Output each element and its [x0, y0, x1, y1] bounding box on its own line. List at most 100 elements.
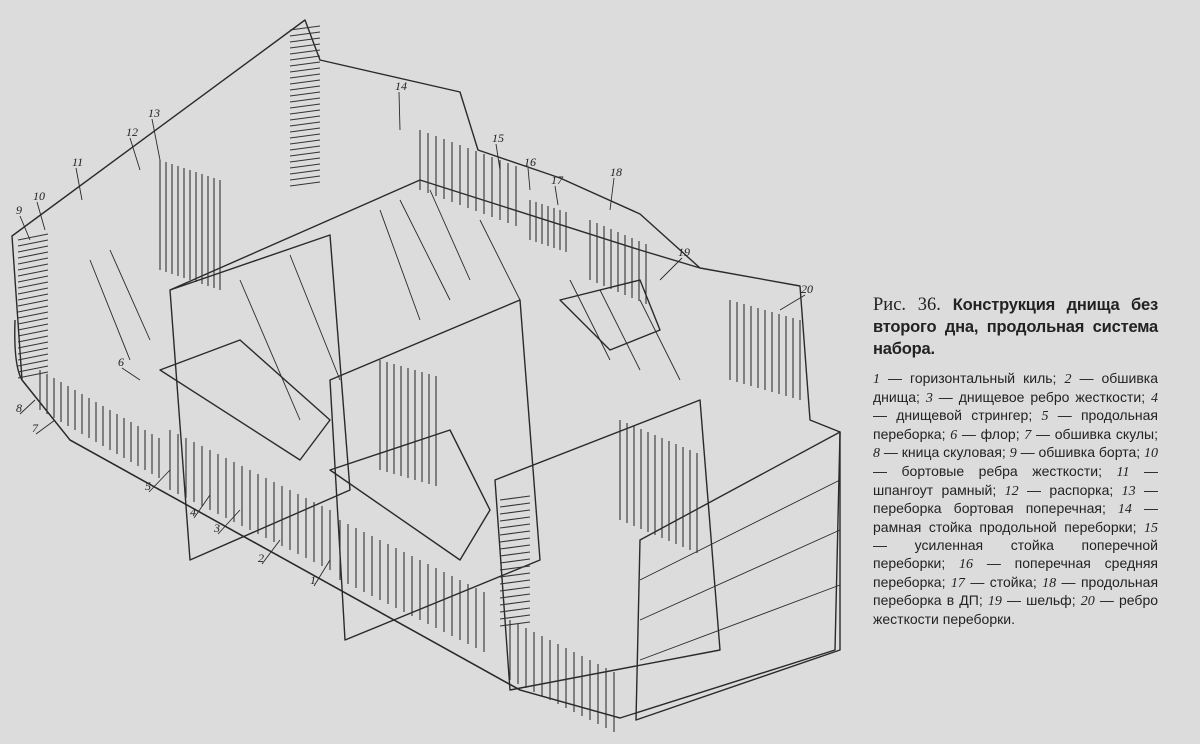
legend-number: 12 — [1004, 483, 1019, 499]
side-stiffeners-left — [17, 233, 49, 379]
legend-number: 17 — [950, 575, 965, 591]
caption-title: Рис. 36. Конструкция днища без второго д… — [873, 294, 1158, 360]
side-stiffeners-top — [289, 25, 321, 187]
leader-line — [398, 91, 401, 131]
legend-item: 16 — поперечная средняя переборка; — [873, 554, 1159, 590]
leader-line — [35, 419, 56, 435]
callout-number: 3 — [213, 521, 220, 535]
bottom-shell-line — [21, 379, 621, 719]
legend-text: переборка бортовая поперечная — [873, 500, 1102, 517]
callout-number: 13 — [148, 106, 160, 120]
shelf-plate-3 — [559, 279, 661, 351]
leader-line — [609, 177, 615, 211]
legend-text: обшивка днища — [873, 370, 1158, 405]
legend-number: 20 — [1080, 594, 1095, 610]
figure-caption: Рис. 36. Конструкция днища без второго д… — [873, 294, 1158, 628]
legend-number: 11 — [1116, 464, 1130, 480]
callout-number: 9 — [16, 203, 22, 217]
legend-item: 1 — горизонтальный киль; — [873, 370, 1065, 387]
end-frame-right — [635, 431, 841, 721]
callout-number: 16 — [524, 155, 536, 169]
legend-number: 2 — [1064, 372, 1072, 387]
legend-text: кница скуловая — [901, 444, 1002, 461]
legend-number: 16 — [959, 556, 974, 572]
callout-number: 19 — [678, 245, 690, 259]
legend-text: обшивка борта — [1038, 444, 1137, 461]
legend-text: днищевой стрингер — [896, 407, 1029, 424]
legend-item: 10 — бортовые ребра жесткости; — [873, 446, 1159, 479]
stiffener-hatching — [17, 25, 801, 732]
transverse-bulkhead-2 — [329, 299, 541, 641]
callout-number: 5 — [145, 479, 151, 493]
legend-text: стойка — [989, 573, 1033, 590]
legend-text: усиленная стойка поперечной переборки — [873, 537, 1159, 571]
callout-number: 11 — [72, 155, 83, 169]
legend-text: днищевое ребро жесткости — [958, 388, 1142, 405]
legend-item: 15 — усиленная стойка поперечной перебор… — [873, 520, 1159, 571]
legend-text: обшивка скулы — [1054, 425, 1155, 442]
leader-line — [19, 399, 36, 415]
shelf-plate-1 — [159, 339, 331, 461]
legend-item: 13 — переборка бортовая поперечная; — [873, 481, 1159, 517]
legend-number: 7 — [1024, 427, 1032, 443]
bulkhead-stiffeners-15 — [419, 130, 517, 226]
legend-text: ребро жесткости переборки — [873, 592, 1159, 627]
end-plating-seams — [639, 479, 841, 661]
shelf-plate-2 — [329, 429, 491, 561]
callout-number: 10 — [33, 189, 45, 203]
callout-number: 12 — [126, 125, 138, 139]
leader-line — [527, 167, 531, 191]
legend-number: 9 — [1009, 446, 1017, 462]
legend-number: 13 — [1121, 483, 1136, 499]
bulkhead-stiffeners-20 — [729, 300, 801, 400]
callout-number: 2 — [258, 551, 264, 565]
legend-item: 4 — днищевой стрингер; — [873, 390, 1159, 424]
legend-item: 12 — распорка; — [1004, 481, 1122, 499]
figure-title: Конструкция днища без второго дна, продо… — [873, 296, 1158, 358]
legend-text: продольная переборка в ДП — [873, 573, 1159, 609]
leader-line — [148, 469, 171, 493]
legend-number: 6 — [950, 427, 958, 443]
callout-number: 14 — [395, 79, 407, 93]
legend-text: флор — [980, 425, 1016, 442]
leader-line — [193, 494, 211, 519]
legend-text: бортовые ребра жесткости — [901, 462, 1099, 479]
legend-text: распорка — [1049, 481, 1110, 498]
legend-number: 4 — [1151, 390, 1159, 406]
bracing-members — [89, 189, 681, 421]
leader-line — [779, 294, 806, 311]
legend-number: 19 — [987, 594, 1002, 610]
end-stiffeners-left — [499, 495, 531, 627]
bulkhead-stiffeners-17 — [529, 200, 567, 252]
legend-item: 9 — обшивка борта; — [1009, 444, 1145, 462]
bulkhead-stiffeners-rear — [619, 420, 698, 553]
legend-number: 14 — [1117, 502, 1132, 518]
leader-line — [261, 539, 281, 565]
callout-number: 15 — [492, 131, 504, 145]
callout-number: 7 — [32, 421, 39, 435]
legend-item: 3 — днищевое ребро жесткости; — [925, 388, 1152, 406]
bottom-stiffeners-4 — [509, 620, 615, 732]
legend-text: горизонтальный киль — [910, 370, 1053, 386]
callout-number: 1 — [310, 573, 316, 587]
legend-item: 17 — стойка; — [950, 573, 1043, 591]
callout-number: 6 — [118, 355, 124, 369]
leader-line — [75, 167, 83, 201]
legend-text: шельф — [1026, 592, 1072, 609]
transverse-bulkhead-3 — [494, 399, 721, 691]
legend-text: рамная стойка продольной переборки — [873, 518, 1133, 535]
legend-item: 19 — шельф; — [987, 592, 1081, 610]
leader-line — [217, 509, 241, 535]
legend-number: 15 — [1144, 520, 1158, 536]
legend-number: 10 — [1144, 446, 1159, 462]
legend-item: 20 — ребро жесткости переборки. — [873, 592, 1159, 627]
legend-text: шпангоут рамный — [873, 481, 993, 498]
legend-item: 8 — кница скуловая; — [873, 444, 1010, 462]
callout-number: 18 — [610, 165, 622, 179]
longitudinal-bulkhead — [169, 179, 701, 291]
leader-line — [313, 559, 331, 587]
bulkhead-stiffeners-18 — [589, 220, 647, 304]
callout-number: 17 — [551, 173, 564, 187]
legend-list: 1 — горизонтальный киль; 2 — обшивка дни… — [873, 370, 1158, 628]
